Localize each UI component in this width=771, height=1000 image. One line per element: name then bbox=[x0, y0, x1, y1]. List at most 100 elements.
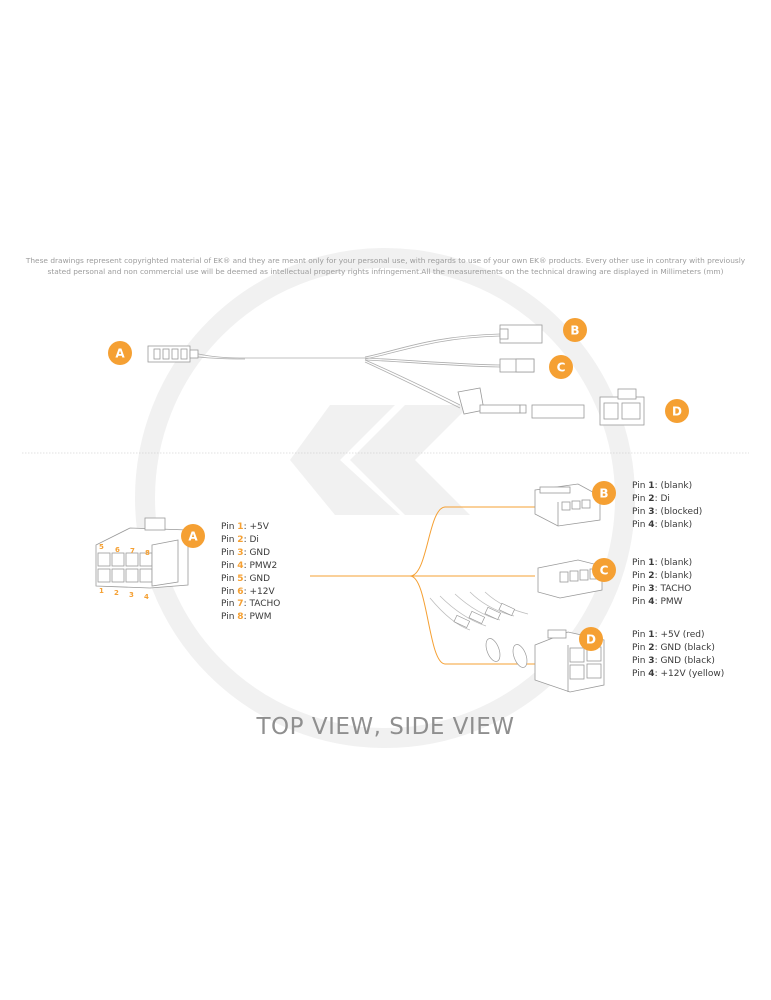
connector-b-side bbox=[534, 483, 601, 527]
pin-row: Pin 1: +5V (red) bbox=[632, 629, 724, 642]
pin-prefix: Pin bbox=[221, 573, 238, 584]
pin-prefix: Pin bbox=[632, 506, 649, 517]
disclaimer-line-1: These drawings represent copyrighted mat… bbox=[25, 256, 746, 265]
side-terminals bbox=[453, 602, 528, 668]
pin-value: : (blank) bbox=[654, 481, 693, 491]
pin-row: Pin 1: (blank) bbox=[632, 480, 702, 493]
pin-value: : PWM bbox=[243, 612, 272, 623]
pin-value: : (blocked) bbox=[654, 506, 703, 517]
pin-prefix: Pin bbox=[221, 599, 238, 610]
pin-value: : +5V (red) bbox=[654, 630, 705, 640]
pin-number: 5 bbox=[237, 573, 244, 584]
svg-text:C: C bbox=[600, 564, 609, 578]
connector-a-top bbox=[147, 345, 199, 363]
pin-value: : TACHO bbox=[654, 583, 692, 594]
pin-row: Pin 4: PMW2 bbox=[221, 560, 280, 573]
pin-prefix: Pin bbox=[632, 519, 649, 530]
pin-value: : (blank) bbox=[654, 570, 693, 581]
pin-row: Pin 4: PMW bbox=[632, 596, 692, 609]
pin-prefix: Pin bbox=[221, 534, 238, 545]
pin-row: Pin 3: (blocked) bbox=[632, 506, 702, 519]
pin-number-3: 3 bbox=[129, 591, 134, 599]
pin-number: 3 bbox=[648, 655, 655, 666]
view-title: TOP VIEW, SIDE VIEW bbox=[256, 714, 515, 740]
pin-number: 4 bbox=[237, 560, 244, 571]
pin-number: 3 bbox=[237, 547, 244, 558]
copyright-disclaimer: These drawings represent copyrighted mat… bbox=[20, 255, 751, 277]
pin-value: : (blank) bbox=[654, 558, 693, 568]
pin-prefix: Pin bbox=[221, 612, 238, 623]
pin-number-8: 8 bbox=[145, 549, 150, 557]
pin-number: 7 bbox=[237, 599, 244, 610]
pin-value: : Di bbox=[654, 493, 670, 504]
pin-row: Pin 8: PWM bbox=[221, 611, 280, 624]
pin-prefix: Pin bbox=[632, 481, 649, 491]
pin-row: Pin 3: GND bbox=[221, 547, 280, 560]
connector-a-pin-numbers: 5 6 7 8 1 2 3 4 bbox=[99, 543, 150, 601]
pin-row: Pin 4: +12V (yellow) bbox=[632, 668, 724, 681]
pin-number-5: 5 bbox=[99, 543, 104, 551]
pin-number: 2 bbox=[648, 570, 655, 581]
pin-value: : (blank) bbox=[654, 519, 693, 530]
pin-value: : Di bbox=[243, 534, 259, 545]
pin-prefix: Pin bbox=[221, 560, 238, 571]
connector-c-side bbox=[537, 559, 603, 599]
pin-number-4: 4 bbox=[144, 593, 149, 601]
pin-value: : GND (black) bbox=[654, 655, 715, 666]
svg-text:D: D bbox=[586, 633, 596, 647]
pin-number: 6 bbox=[237, 586, 244, 597]
bracket-lines bbox=[310, 506, 540, 665]
pin-number: 1 bbox=[648, 481, 655, 491]
pin-prefix: Pin bbox=[632, 493, 649, 504]
pin-value: : +12V (yellow) bbox=[654, 668, 725, 679]
label-c-top: C bbox=[549, 355, 573, 379]
pin-list-d: Pin 1: +5V (red)Pin 2: GND (black)Pin 3:… bbox=[632, 629, 724, 681]
pin-prefix: Pin bbox=[221, 522, 238, 532]
pin-number: 1 bbox=[648, 630, 655, 640]
pin-row: Pin 1: +5V bbox=[221, 521, 280, 534]
label-a-top: A bbox=[108, 341, 132, 365]
pin-prefix: Pin bbox=[632, 655, 649, 666]
pin-prefix: Pin bbox=[221, 586, 238, 597]
pin-value: : GND bbox=[243, 547, 271, 558]
pin-value: : +12V bbox=[243, 586, 275, 597]
svg-text:B: B bbox=[570, 324, 579, 338]
connector-a-side bbox=[95, 517, 189, 589]
svg-text:D: D bbox=[672, 405, 682, 419]
pin-prefix: Pin bbox=[632, 596, 649, 607]
pin-value: : PMW bbox=[654, 596, 683, 607]
pin-row: Pin 2: GND (black) bbox=[632, 642, 724, 655]
pin-number: 2 bbox=[648, 493, 655, 504]
pin-row: Pin 6: +12V bbox=[221, 586, 280, 599]
svg-text:B: B bbox=[599, 487, 608, 501]
pin-number: 8 bbox=[237, 612, 244, 623]
label-c-side: C bbox=[592, 558, 616, 582]
pin-list-c: Pin 1: (blank)Pin 2: (blank)Pin 3: TACHO… bbox=[632, 557, 692, 609]
pin-number: 1 bbox=[648, 558, 655, 568]
pin-prefix: Pin bbox=[632, 558, 649, 568]
pin-prefix: Pin bbox=[221, 547, 238, 558]
pin-number: 2 bbox=[237, 534, 244, 545]
pin-prefix: Pin bbox=[632, 668, 649, 679]
label-d-side: D bbox=[579, 627, 603, 651]
connector-b-top bbox=[499, 324, 543, 344]
connector-d-top bbox=[457, 387, 645, 426]
svg-text:A: A bbox=[115, 347, 125, 361]
label-d-top: D bbox=[665, 399, 689, 423]
label-b-side: B bbox=[592, 481, 616, 505]
pin-row: Pin 5: GND bbox=[221, 573, 280, 586]
pin-number: 4 bbox=[648, 519, 655, 530]
connector-c-top bbox=[499, 358, 535, 373]
pin-row: Pin 3: TACHO bbox=[632, 583, 692, 596]
ek-watermark bbox=[135, 248, 635, 748]
svg-text:A: A bbox=[188, 530, 198, 544]
label-b-top: B bbox=[563, 318, 587, 342]
pin-number-2: 2 bbox=[114, 589, 119, 597]
svg-text:C: C bbox=[557, 361, 566, 375]
pin-row: Pin 7: TACHO bbox=[221, 598, 280, 611]
pin-value: : +5V bbox=[243, 522, 269, 532]
pin-number: 3 bbox=[648, 583, 655, 594]
